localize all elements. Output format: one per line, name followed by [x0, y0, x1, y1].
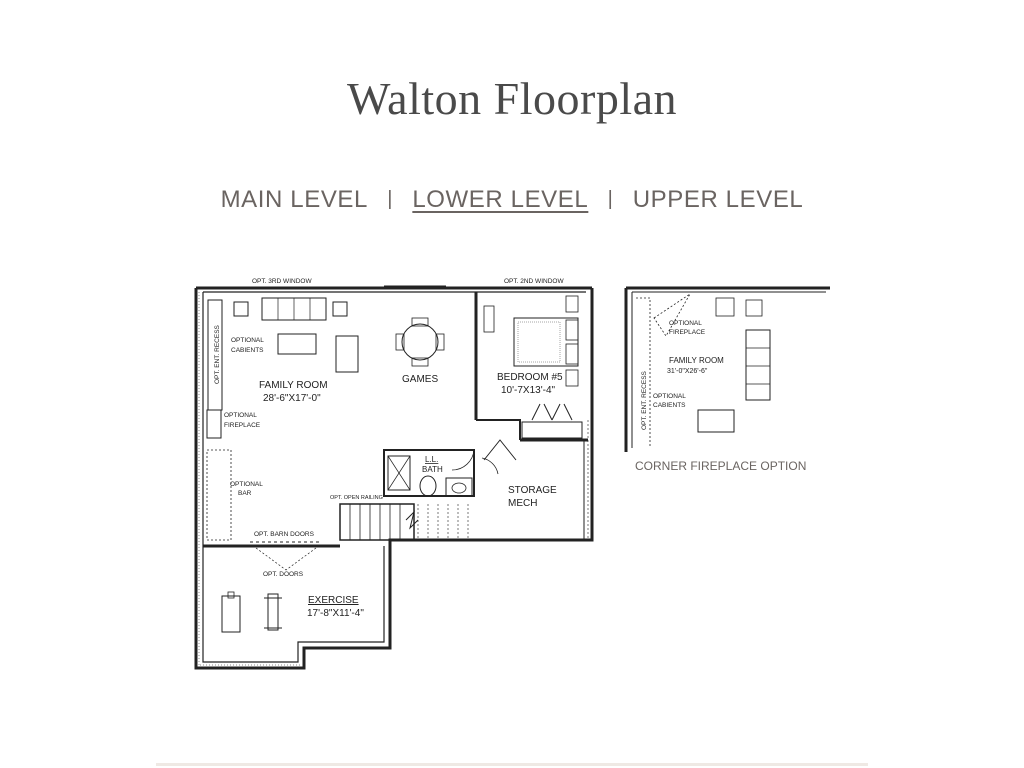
tab-main-level[interactable]: MAIN LEVEL: [220, 186, 368, 213]
footer-divider: [156, 763, 868, 766]
ll-bath-label-1: L.L.: [425, 455, 438, 464]
level-nav: MAIN LEVEL | LOWER LEVEL | UPPER LEVEL: [0, 186, 1024, 214]
opt-open-railing-label: OPT. OPEN RAILING: [330, 495, 383, 501]
optional-bar-label-2: BAR: [238, 490, 252, 497]
ll-bath-label-2: BATH: [422, 465, 443, 474]
opt-barn-doors-label: OPT. BARN DOORS: [254, 531, 315, 538]
nav-separator: |: [607, 188, 614, 210]
storage-label: STORAGE: [508, 485, 557, 496]
exercise-size: 17'-8"X11'-4": [307, 608, 364, 619]
corner-family-room-label: FAMILY ROOM: [669, 356, 724, 365]
optional-cabients-label-2: CABIENTS: [231, 347, 264, 354]
games-label: GAMES: [402, 374, 438, 385]
corner-optional-fireplace-1: OPTIONAL: [669, 320, 702, 327]
corner-opt-ent-recess-label: OPT. ENT. RECESS: [641, 370, 648, 430]
tab-upper-level[interactable]: UPPER LEVEL: [632, 186, 804, 213]
opt-ent-recess-label: OPT. ENT. RECESS: [214, 324, 221, 384]
bedroom-size: 10'-7X13'-4": [501, 385, 556, 396]
bedroom-label: BEDROOM #5: [497, 372, 563, 383]
optional-bar-label-1: OPTIONAL: [230, 481, 263, 488]
optional-fireplace-label-2: FIREPLACE: [224, 422, 261, 429]
tab-lower-level[interactable]: LOWER LEVEL: [412, 186, 589, 213]
corner-family-room-size: 31'-0"X26'-6": [667, 368, 708, 375]
optional-cabients-label-1: OPTIONAL: [231, 337, 264, 344]
opt-doors-label: OPT. DOORS: [263, 571, 304, 578]
mech-label: MECH: [508, 498, 537, 509]
corner-fireplace-option-caption: CORNER FIREPLACE OPTION: [635, 459, 806, 473]
optional-fireplace-label-1: OPTIONAL: [224, 412, 257, 419]
opt-2nd-window-label: OPT. 2ND WINDOW: [504, 278, 564, 285]
lower-level-floorplan: OPT. 3RD WINDOW OPT. 2ND WINDOW OPT. ENT…: [194, 278, 830, 670]
nav-separator: |: [387, 188, 394, 210]
family-room-label: FAMILY ROOM: [259, 380, 328, 391]
exercise-label: EXERCISE: [308, 595, 359, 606]
corner-optional-cabients-2: CABIENTS: [653, 402, 686, 409]
corner-optional-cabients-1: OPTIONAL: [653, 393, 686, 400]
page-title: Walton Floorplan: [346, 73, 678, 124]
family-room-size: 28'-6"X17'-0": [263, 393, 321, 404]
corner-optional-fireplace-2: FIREPLACE: [669, 329, 706, 336]
opt-3rd-window-label: OPT. 3RD WINDOW: [252, 278, 312, 285]
